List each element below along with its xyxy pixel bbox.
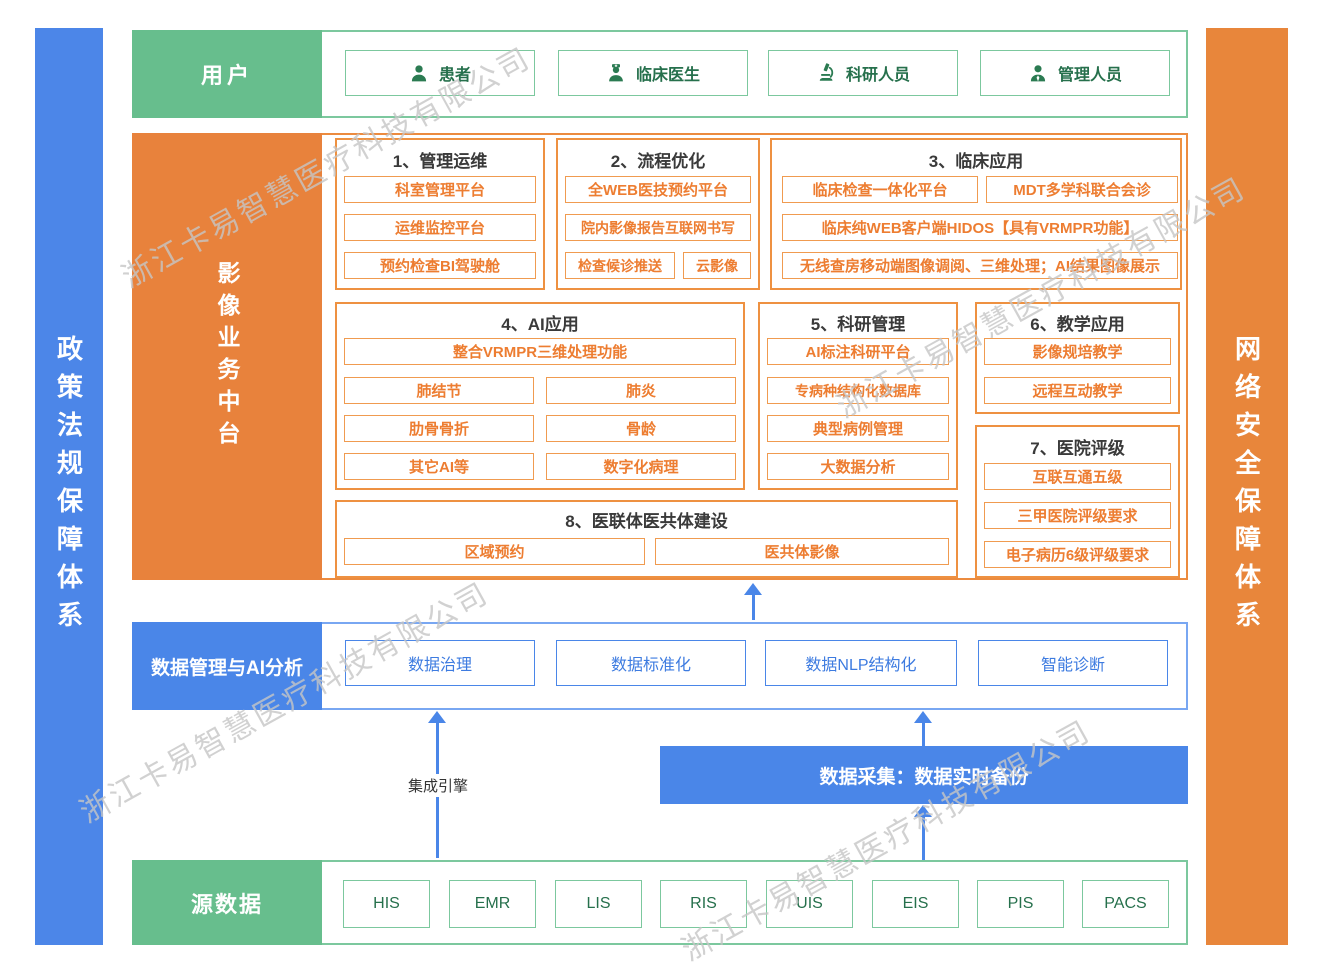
source-item: HIS [343, 880, 430, 928]
platform-item: 检查候诊推送 [565, 252, 675, 279]
user-item-label: 管理人员 [1057, 67, 1122, 84]
arrow-line [752, 594, 755, 620]
source-data-label: 源数据 [132, 860, 322, 945]
platform-item: 云影像 [683, 252, 751, 279]
integration-engine-label: 集成引擎 [406, 774, 471, 797]
platform-item: 运维监控平台 [344, 214, 536, 241]
section-title: 6、教学应用 [1030, 315, 1125, 334]
user-item-doctor: 临床医生 [558, 50, 748, 96]
user-item-label: 科研人员 [845, 67, 910, 84]
section-title: 7、医院评级 [1030, 439, 1125, 458]
platform-item: 临床检查一体化平台 [782, 176, 978, 203]
data-mgmt-item: 数据NLP结构化 [765, 640, 957, 686]
data-collection-banner: 数据采集：数据实时备份 [660, 746, 1188, 804]
platform-item: 院内影像报告互联网书写 [565, 214, 751, 241]
platform-item: 影像规培教学 [984, 338, 1171, 365]
source-item: PACS [1082, 880, 1169, 928]
source-item: EIS [872, 880, 959, 928]
section-title: 4、AI应用 [501, 315, 579, 334]
platform-item: 典型病例管理 [767, 415, 949, 442]
data-mgmt-label: 数据管理与AI分析 [132, 622, 322, 710]
user-item-admin: 管理人员 [980, 50, 1170, 96]
data-mgmt-item: 数据治理 [345, 640, 535, 686]
network-security-bar: 网络安全保障体系 [1206, 28, 1288, 945]
arrow-line [922, 816, 925, 860]
platform-item: 临床纯WEB客户端HIDOS【具有VRMPR功能】 [782, 214, 1178, 241]
platform-item: MDT多学科联合会诊 [986, 176, 1178, 203]
source-item: EMR [449, 880, 536, 928]
user-item-label: 患者 [438, 67, 471, 84]
platform-item: 预约检查BI驾驶舱 [344, 252, 536, 279]
platform-item: 数字化病理 [546, 453, 736, 480]
platform-section-label: 影像业务中台 [132, 133, 322, 580]
user-item-patient: 患者 [345, 50, 535, 96]
source-item: UIS [766, 880, 853, 928]
platform-item: 其它AI等 [344, 453, 534, 480]
source-item: RIS [660, 880, 747, 928]
platform-item: 科室管理平台 [344, 176, 536, 203]
section-title: 8、医联体医共体建设 [565, 512, 728, 531]
platform-item: 肺炎 [546, 377, 736, 404]
user-item-label: 临床医生 [635, 67, 700, 84]
platform-item: 骨龄 [546, 415, 736, 442]
section-title: 3、临床应用 [928, 152, 1024, 171]
patient-icon [409, 63, 429, 83]
doctor-icon [606, 63, 626, 83]
source-item: LIS [555, 880, 642, 928]
arrow-up-icon [428, 711, 446, 723]
platform-item: 区域预约 [344, 538, 645, 565]
arrow-up-icon [914, 805, 932, 817]
platform-item: 全WEB医技预约平台 [565, 176, 751, 203]
user-section-label: 用户 [132, 30, 322, 118]
admin-icon [1028, 63, 1048, 83]
platform-item: 互联互通五级 [984, 463, 1171, 490]
section-title: 1、管理运维 [392, 152, 488, 171]
microscope-icon [816, 63, 836, 83]
user-item-researcher: 科研人员 [768, 50, 958, 96]
platform-item: AI标注科研平台 [767, 338, 949, 365]
platform-item: 远程互动教学 [984, 377, 1171, 404]
arrow-up-icon [744, 583, 762, 595]
platform-item: 电子病历6级评级要求 [984, 541, 1171, 568]
source-item: PIS [977, 880, 1064, 928]
platform-item: 肋骨骨折 [344, 415, 534, 442]
section-title: 5、科研管理 [810, 315, 906, 334]
section-title: 2、流程优化 [610, 152, 706, 171]
platform-item: 肺结节 [344, 377, 534, 404]
arrow-up-icon [914, 711, 932, 723]
platform-item: 三甲医院评级要求 [984, 502, 1171, 529]
platform-item: 医共体影像 [655, 538, 949, 565]
platform-item: 无线查房移动端图像调阅、三维处理；AI结果图像展示 [782, 252, 1178, 279]
platform-item: 大数据分析 [767, 453, 949, 480]
arrow-line [922, 722, 925, 746]
data-mgmt-item: 智能诊断 [978, 640, 1168, 686]
platform-item: 专病种结构化数据库 [767, 377, 949, 404]
data-mgmt-item: 数据标准化 [556, 640, 746, 686]
platform-item: 整合VRMPR三维处理功能 [344, 338, 736, 365]
policy-regulation-bar: 政策法规保障体系 [35, 28, 103, 945]
